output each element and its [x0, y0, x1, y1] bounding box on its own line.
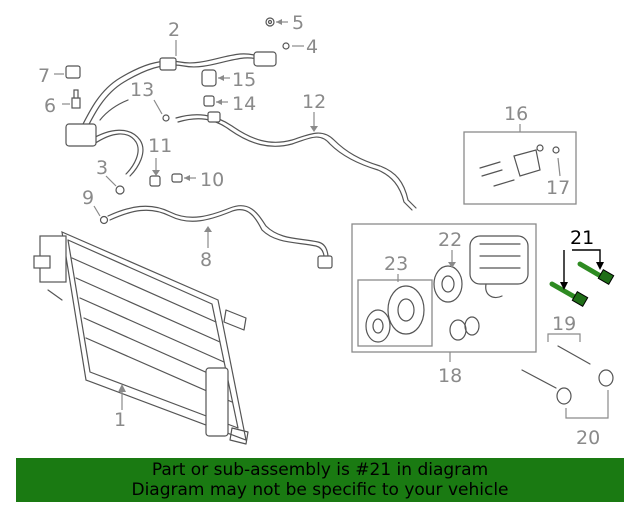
callout-23: 23	[384, 253, 408, 275]
condenser	[33, 231, 249, 445]
spacers-20	[556, 369, 614, 405]
callout-20: 20	[576, 427, 600, 449]
discharge-hose	[65, 51, 277, 177]
callout-5: 5	[292, 12, 304, 34]
callout-14: 14	[232, 93, 256, 115]
parts-diagram: 1 2 3 4 5 6 7 8 9 10 11	[33, 12, 615, 449]
box-18	[351, 223, 537, 353]
cap-15	[201, 69, 217, 87]
valve-6	[71, 89, 81, 109]
banner-line-1: Part or sub-assembly is #21 in diagram	[151, 460, 489, 480]
o-ring-5	[265, 17, 275, 27]
o-ring-4	[282, 42, 290, 50]
valve-11	[149, 175, 161, 187]
bolt-21-upper	[577, 261, 615, 286]
callout-2: 2	[168, 19, 180, 41]
box-23	[357, 279, 433, 347]
valve-14	[203, 95, 215, 107]
o-ring-3	[115, 185, 125, 195]
clutch-23	[365, 285, 425, 343]
o-ring-13	[162, 114, 170, 122]
compressor-22	[433, 235, 529, 303]
callout-10: 10	[200, 169, 224, 191]
callout-22: 22	[438, 229, 462, 251]
o-ring-9	[99, 215, 109, 225]
bolt-21-lower	[549, 281, 589, 308]
snap-rings	[449, 316, 480, 341]
bracket-16	[479, 144, 560, 187]
info-banner: Part or sub-assembly is #21 in diagram D…	[16, 458, 624, 502]
banner-line-2: Diagram may not be specific to your vehi…	[131, 480, 509, 500]
liquid-line	[107, 205, 333, 269]
bolts-19	[521, 345, 591, 389]
callout-3: 3	[96, 157, 108, 179]
callout-12: 12	[302, 91, 326, 113]
callout-11: 11	[148, 135, 172, 157]
fitting-10	[171, 173, 183, 183]
callout-18: 18	[438, 365, 462, 387]
callout-16: 16	[504, 103, 528, 125]
callout-7: 7	[38, 65, 50, 87]
callout-6: 6	[44, 95, 56, 117]
callout-9: 9	[82, 187, 94, 209]
callout-21: 21	[570, 227, 594, 249]
suction-line	[175, 111, 417, 211]
callout-15: 15	[232, 69, 256, 91]
callout-1: 1	[114, 409, 126, 431]
callout-17: 17	[546, 177, 570, 199]
callout-13: 13	[130, 79, 154, 101]
callout-4: 4	[306, 36, 318, 58]
callout-8: 8	[200, 249, 212, 271]
cap-7	[65, 65, 81, 79]
callout-19: 19	[552, 313, 576, 335]
